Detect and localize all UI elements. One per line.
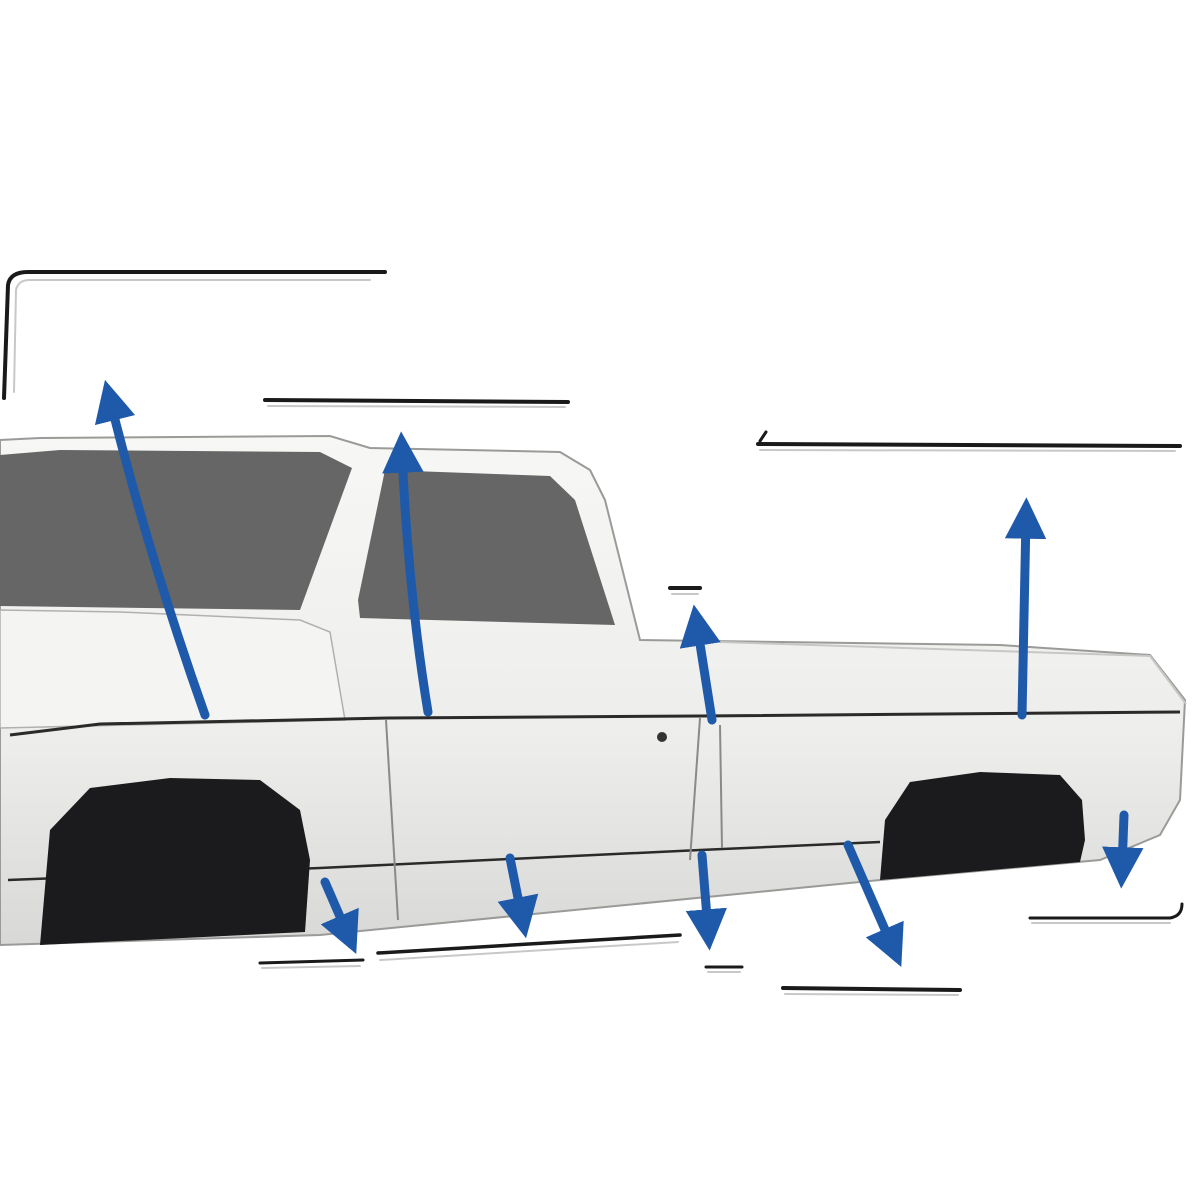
beltline-trim [9, 710, 1181, 737]
arrow-front-fender-down [320, 877, 359, 954]
arrows [94, 379, 1144, 967]
bed-upper-side-molding-part [756, 430, 1182, 452]
front-wheel [40, 778, 310, 945]
arrow-cab-corner-up [679, 604, 721, 725]
front-fender-lower-molding-part [258, 958, 365, 969]
trim-pieces [2, 270, 1184, 996]
bed-side [719, 641, 1187, 705]
bed-front-seam [719, 724, 723, 849]
door-window-top-molding-part [263, 398, 570, 408]
door-rear-seam [689, 717, 701, 861]
arrow-windshield-up [94, 379, 210, 720]
truck-hood [0, 609, 346, 729]
truck-illustration [0, 434, 1187, 947]
door-window-glass [358, 470, 615, 625]
arrow-rear-end-down [1102, 810, 1144, 889]
cab-corner-lower-molding-part [704, 965, 744, 973]
bed-lower-molding-part [781, 986, 962, 996]
arrow-bed-lower-down [843, 840, 904, 967]
rear-bed-end-molding-part [1028, 902, 1184, 924]
windshield-glass [0, 450, 352, 610]
cab-back-corner-molding-part [668, 586, 702, 595]
windshield-molding-part [2, 270, 387, 400]
arrow-door-window-up [382, 431, 433, 717]
door-handle [657, 732, 667, 742]
door-front-seam [385, 719, 399, 921]
door-lower-molding-part [376, 933, 682, 961]
arrow-bed-upper-up [1004, 497, 1047, 720]
rear-wheel [880, 772, 1085, 880]
arrow-cab-corner-down [685, 850, 727, 951]
arrow-door-lower-down [497, 853, 539, 939]
